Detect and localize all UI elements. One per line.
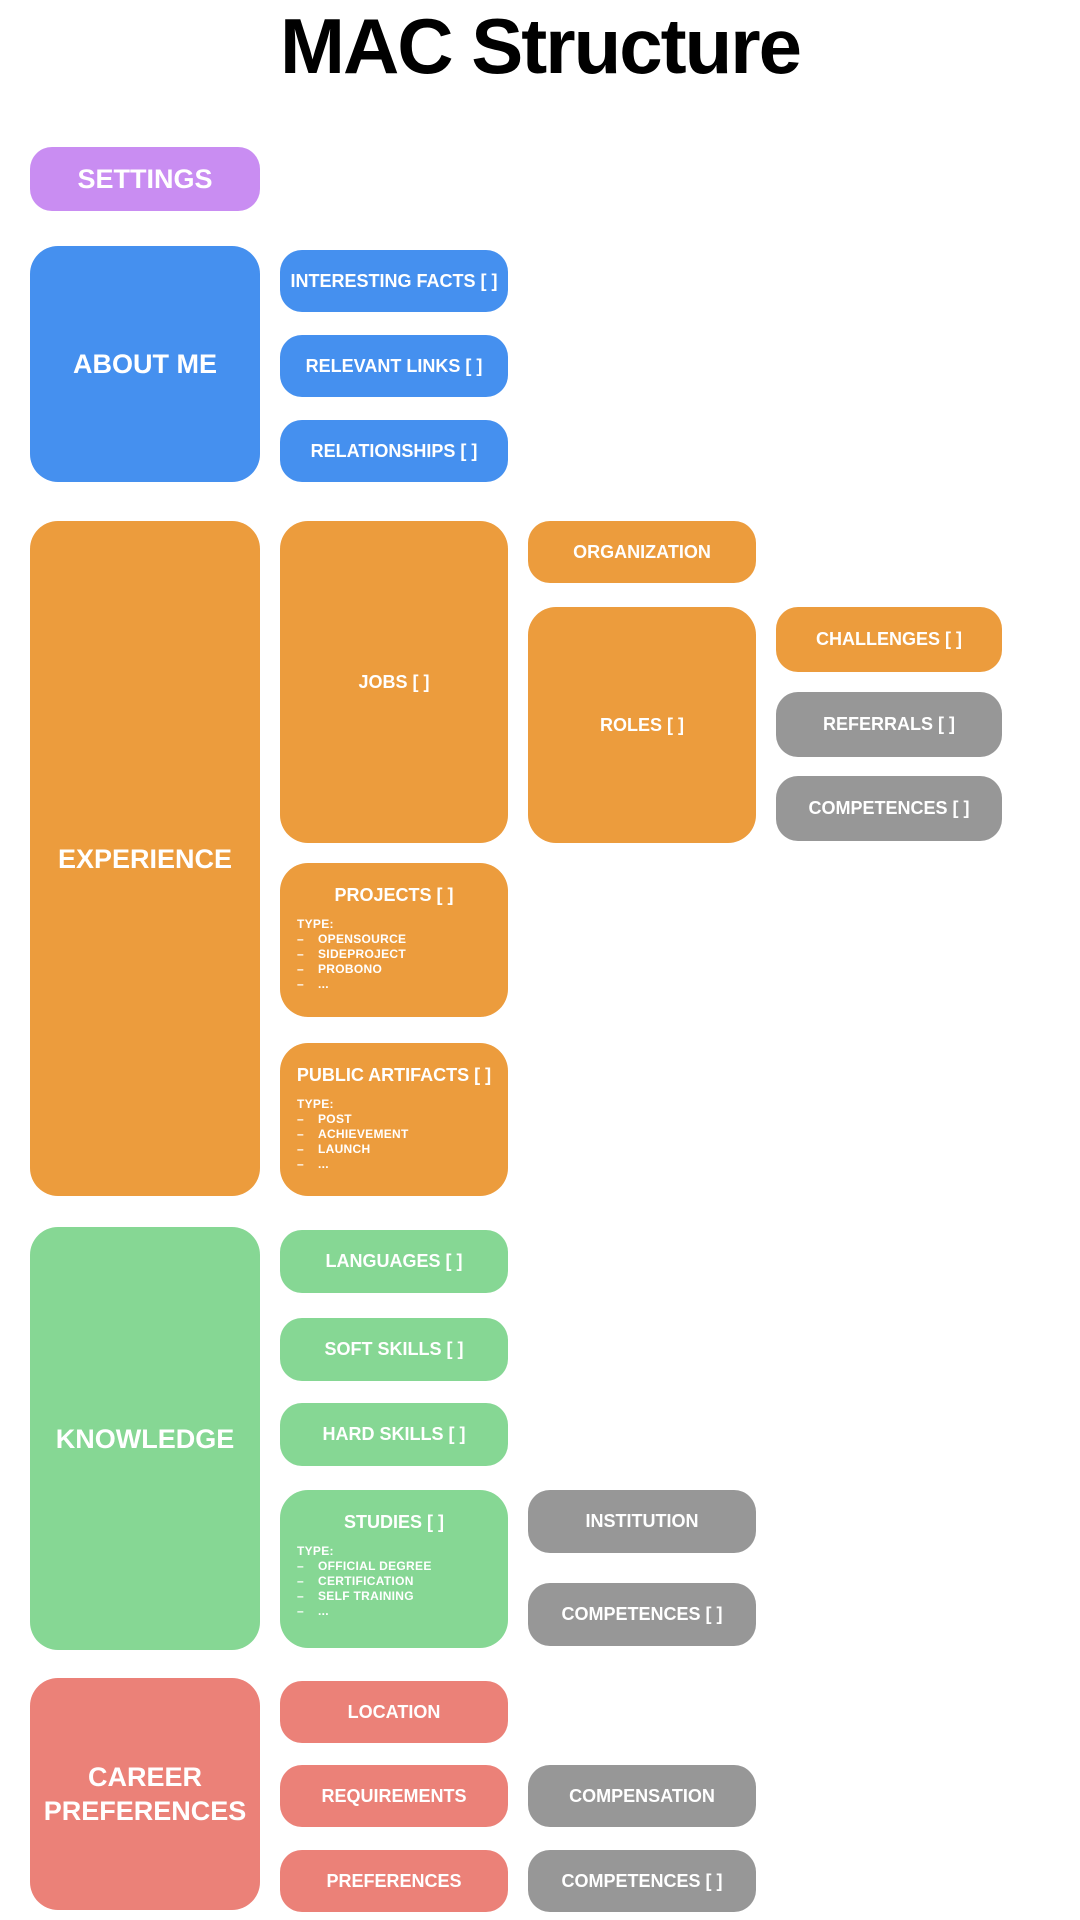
requirements-label: REQUIREMENTS — [321, 1785, 467, 1806]
about-me-label: ABOUT ME — [73, 349, 217, 379]
referrals-label: REFERRALS [ ] — [823, 714, 955, 734]
projects-node: PROJECTS [ ] TYPE: – OPENSOURCE – SIDEPR… — [280, 863, 508, 1017]
roles-node: ROLES [ ] — [528, 607, 756, 843]
about-me-node: ABOUT ME — [30, 246, 260, 482]
type-heading: TYPE: — [297, 917, 334, 931]
knowledge-label: KNOWLEDGE — [55, 1423, 235, 1454]
type-heading: TYPE: — [297, 1544, 334, 1558]
relationships-label: RELATIONSHIPS [ ] — [310, 440, 478, 461]
type-list-item: – OPENSOURCE — [297, 932, 500, 947]
relevant-links-node: RELEVANT LINKS [ ] — [280, 335, 508, 397]
career-competences-label: COMPETENCES [ ] — [561, 1870, 723, 1891]
soft-skills-node: SOFT SKILLS [ ] — [280, 1318, 508, 1381]
referrals-node: REFERRALS [ ] — [776, 692, 1002, 757]
type-list-item: – SELF TRAINING — [297, 1589, 500, 1604]
studies-node: STUDIES [ ] TYPE: – OFFICIAL DEGREE – CE… — [280, 1490, 508, 1648]
public-artifacts-type-list: TYPE: – POST – ACHIEVEMENT – LAUNCH – ..… — [280, 1086, 508, 1172]
experience-competences-node: COMPETENCES [ ] — [776, 776, 1002, 841]
career-preferences-node: CAREER PREFERENCES — [30, 1678, 260, 1910]
preferences-node: PREFERENCES — [280, 1850, 508, 1912]
type-list-item: – ... — [297, 1604, 500, 1619]
interesting-facts-node: INTERESTING FACTS [ ] — [280, 250, 508, 312]
dash-bullet: – — [297, 1589, 304, 1603]
organization-label: ORGANIZATION — [573, 541, 711, 562]
interesting-facts-label: INTERESTING FACTS [ ] — [290, 270, 498, 291]
type-list-item: – POST — [297, 1112, 500, 1127]
experience-node: EXPERIENCE — [30, 521, 260, 1196]
type-value: ... — [318, 977, 329, 991]
career-competences-node: COMPETENCES [ ] — [528, 1850, 756, 1912]
career-preferences-label: CAREER PREFERENCES — [43, 1762, 247, 1826]
dash-bullet: – — [297, 1559, 304, 1573]
hard-skills-node: HARD SKILLS [ ] — [280, 1403, 508, 1466]
settings-label: SETTINGS — [77, 164, 213, 194]
soft-skills-label: SOFT SKILLS [ ] — [324, 1339, 464, 1359]
projects-label: PROJECTS [ ] — [334, 885, 454, 905]
type-list-item: – ... — [297, 977, 500, 992]
public-artifacts-label: PUBLIC ARTIFACTS [ ] — [296, 1065, 492, 1085]
type-list-item: – PROBONO — [297, 962, 500, 977]
compensation-node: COMPENSATION — [528, 1765, 756, 1827]
dash-bullet: – — [297, 1127, 304, 1141]
dash-bullet: – — [297, 1604, 304, 1618]
type-list-item: – LAUNCH — [297, 1142, 500, 1157]
languages-node: LANGUAGES [ ] — [280, 1230, 508, 1293]
dash-bullet: – — [297, 947, 304, 961]
knowledge-competences-label: COMPETENCES [ ] — [561, 1604, 723, 1624]
studies-type-list: TYPE: – OFFICIAL DEGREE – CERTIFICATION … — [280, 1533, 508, 1619]
compensation-label: COMPENSATION — [569, 1785, 715, 1806]
location-label: LOCATION — [347, 1701, 441, 1722]
type-value: CERTIFICATION — [318, 1574, 414, 1588]
type-value: SELF TRAINING — [318, 1589, 414, 1603]
studies-label: STUDIES [ ] — [343, 1512, 444, 1532]
dash-bullet: – — [297, 932, 304, 946]
challenges-label: CHALLENGES [ ] — [816, 629, 962, 649]
type-list-item: – CERTIFICATION — [297, 1574, 500, 1589]
knowledge-node: KNOWLEDGE — [30, 1227, 260, 1650]
type-value: LAUNCH — [318, 1142, 371, 1156]
challenges-node: CHALLENGES [ ] — [776, 607, 1002, 672]
experience-competences-label: COMPETENCES [ ] — [808, 798, 970, 818]
type-list-item: – ACHIEVEMENT — [297, 1127, 500, 1142]
type-value: OFFICIAL DEGREE — [318, 1559, 432, 1573]
hard-skills-label: HARD SKILLS [ ] — [322, 1424, 466, 1444]
institution-label: INSTITUTION — [585, 1511, 699, 1531]
experience-label: EXPERIENCE — [57, 843, 233, 874]
jobs-node: JOBS [ ] — [280, 521, 508, 843]
knowledge-competences-node: COMPETENCES [ ] — [528, 1583, 756, 1646]
languages-label: LANGUAGES [ ] — [325, 1251, 463, 1271]
dash-bullet: – — [297, 962, 304, 976]
type-heading: TYPE: — [297, 1097, 334, 1111]
jobs-label: JOBS [ ] — [358, 671, 430, 692]
dash-bullet: – — [297, 1112, 304, 1126]
type-value: PROBONO — [318, 962, 383, 976]
preferences-label: PREFERENCES — [326, 1870, 462, 1891]
dash-bullet: – — [297, 1157, 304, 1171]
dash-bullet: – — [297, 977, 304, 991]
type-value: ACHIEVEMENT — [318, 1127, 409, 1141]
type-list-item: – SIDEPROJECT — [297, 947, 500, 962]
dash-bullet: – — [297, 1574, 304, 1588]
type-list-item: – OFFICIAL DEGREE — [297, 1559, 500, 1574]
dash-bullet: – — [297, 1142, 304, 1156]
relationships-node: RELATIONSHIPS [ ] — [280, 420, 508, 482]
organization-node: ORGANIZATION — [528, 521, 756, 583]
type-value: OPENSOURCE — [318, 932, 407, 946]
institution-node: INSTITUTION — [528, 1490, 756, 1553]
type-value: SIDEPROJECT — [318, 947, 406, 961]
type-value: ... — [318, 1604, 329, 1618]
projects-type-list: TYPE: – OPENSOURCE – SIDEPROJECT – PROBO… — [280, 906, 508, 992]
type-value: ... — [318, 1157, 329, 1171]
public-artifacts-node: PUBLIC ARTIFACTS [ ] TYPE: – POST – ACHI… — [280, 1043, 508, 1196]
location-node: LOCATION — [280, 1681, 508, 1743]
type-value: POST — [318, 1112, 352, 1126]
settings-node: SETTINGS — [30, 147, 260, 211]
page-title: MAC Structure — [279, 2, 802, 90]
type-list-item: – ... — [297, 1157, 500, 1172]
roles-label: ROLES [ ] — [600, 714, 684, 735]
requirements-node: REQUIREMENTS — [280, 1765, 508, 1827]
relevant-links-label: RELEVANT LINKS [ ] — [305, 355, 483, 376]
